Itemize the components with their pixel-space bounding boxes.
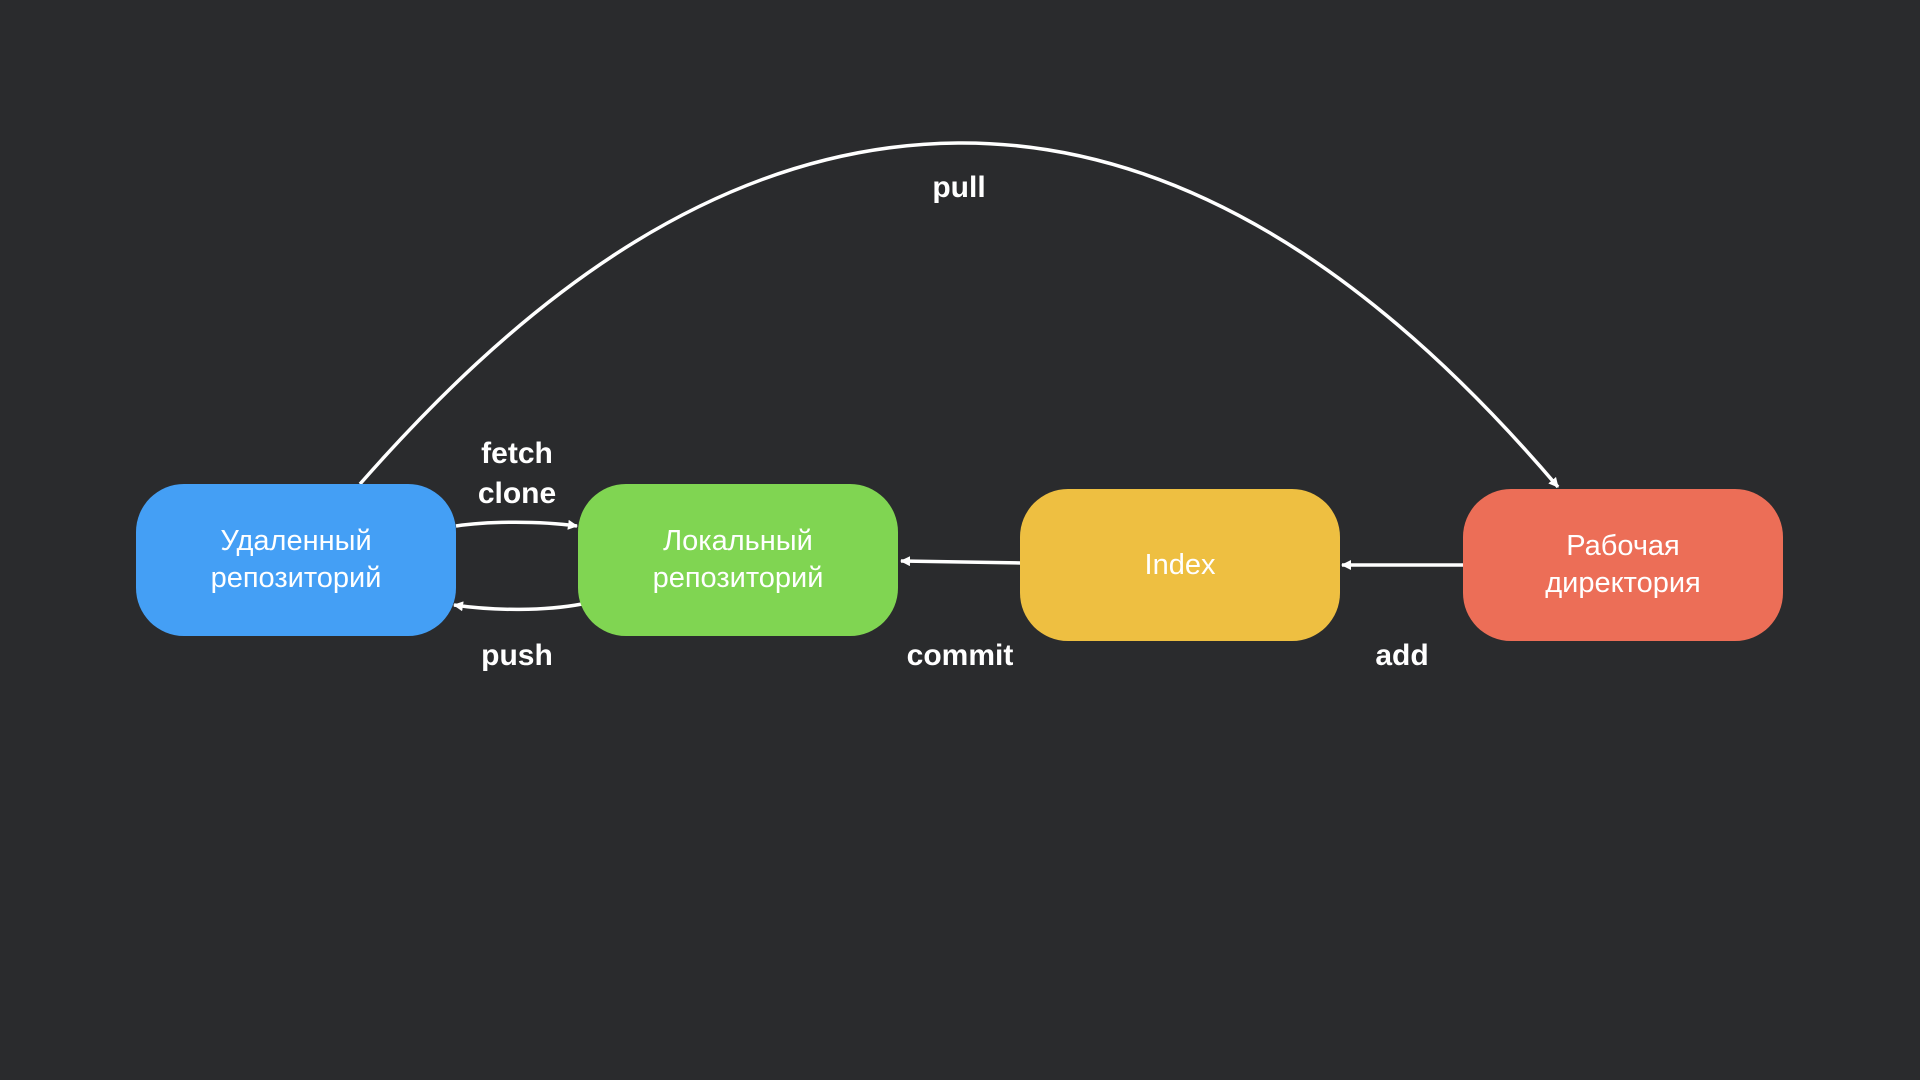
commit-label: commit: [906, 639, 1014, 672]
push-label: push: [481, 639, 553, 672]
fetch-label: fetch: [481, 437, 553, 470]
local-node-label-line2: репозиторий: [652, 562, 824, 594]
index-node-label: Index: [1144, 548, 1216, 581]
remote-repository-node: Удаленный репозиторий: [136, 484, 456, 636]
pull-arrow: [358, 141, 1560, 489]
fetch-clone-arrow: [455, 519, 578, 530]
push-arrow: [453, 601, 583, 612]
local-repository-node: Локальный репозиторий: [578, 484, 898, 636]
index-node: Index: [1020, 489, 1340, 641]
workdir-node-label-line2: директория: [1545, 567, 1701, 599]
workdir-node-label-line1: Рабочая: [1566, 530, 1680, 562]
pull-label: pull: [932, 171, 986, 204]
remote-node-label-line1: Удаленный: [220, 525, 372, 557]
add-label: add: [1375, 639, 1429, 672]
clone-label: clone: [477, 477, 557, 510]
working-directory-node: Рабочая директория: [1463, 489, 1783, 641]
remote-node-label-line2: репозиторий: [210, 562, 382, 594]
commit-arrow: [900, 556, 1022, 567]
local-node-label-line1: Локальный: [663, 525, 813, 557]
